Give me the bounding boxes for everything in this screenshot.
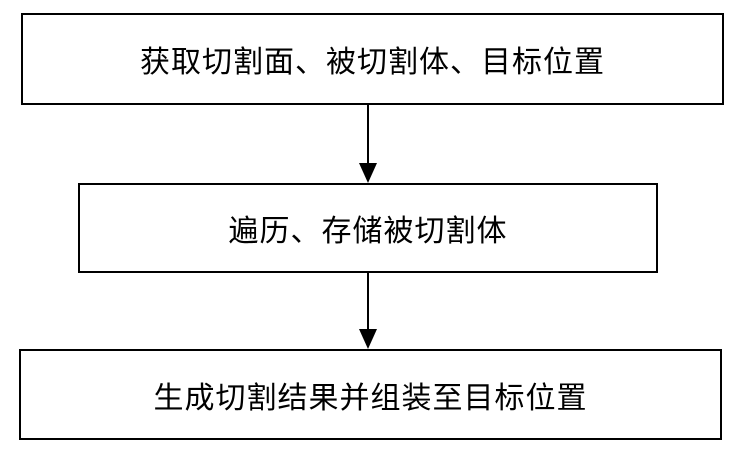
arrow-step-1-to-2 bbox=[359, 105, 377, 183]
flow-step-3-box: 生成切割结果并组装至目标位置 bbox=[19, 349, 722, 440]
flow-step-2-label: 遍历、存储被切割体 bbox=[228, 214, 508, 249]
arrow-step-2-to-3 bbox=[359, 273, 377, 349]
flow-step-1-label: 获取切割面、被切割体、目标位置 bbox=[140, 45, 605, 80]
flow-step-1-box: 获取切割面、被切割体、目标位置 bbox=[21, 13, 724, 105]
flow-step-3-label: 生成切割结果并组装至目标位置 bbox=[153, 380, 588, 416]
flow-step-2-box: 遍历、存储被切割体 bbox=[78, 183, 658, 273]
